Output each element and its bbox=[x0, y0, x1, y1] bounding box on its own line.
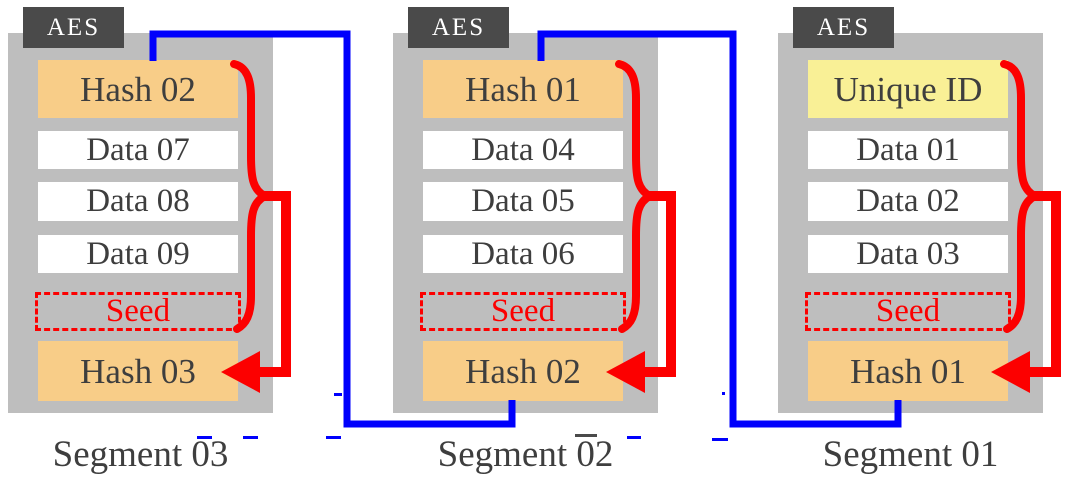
segment-caption: Segment 02 bbox=[437, 434, 614, 475]
data-block: Data 04 bbox=[423, 131, 623, 169]
data-block: Data 03 bbox=[808, 235, 1008, 273]
data-block: Data 02 bbox=[808, 182, 1008, 221]
seed-block: Seed bbox=[35, 292, 241, 331]
data-block: Data 06 bbox=[423, 235, 623, 273]
aes-tag: AES bbox=[23, 7, 124, 48]
data-block: Data 09 bbox=[38, 235, 238, 273]
segment-02-group: AES Hash 01 Data 04 Data 05 Data 06 Seed… bbox=[393, 0, 658, 483]
data-block: Data 01 bbox=[808, 131, 1008, 169]
segment-01-group: AES Unique ID Data 01 Data 02 Data 03 Se… bbox=[778, 0, 1043, 483]
data-block: Data 07 bbox=[38, 131, 238, 169]
dash-artifact bbox=[722, 392, 725, 395]
data-block: Data 08 bbox=[38, 182, 238, 221]
segment-03-group: AES Hash 02 Data 07 Data 08 Data 09 Seed… bbox=[8, 0, 273, 483]
dash-artifact bbox=[326, 436, 341, 439]
hash-block: Hash 02 bbox=[38, 60, 238, 118]
seed-block: Seed bbox=[805, 292, 1011, 331]
dash-artifact bbox=[712, 438, 728, 441]
segment-caption: Segment 01 bbox=[822, 434, 999, 475]
hash-block: Hash 02 bbox=[423, 341, 623, 401]
seed-block: Seed bbox=[420, 292, 626, 331]
hash-block: Hash 01 bbox=[423, 60, 623, 118]
segment-caption: Segment 03 bbox=[52, 434, 229, 475]
hash-block: Hash 01 bbox=[808, 341, 1008, 401]
aes-tag: AES bbox=[408, 7, 509, 48]
hash-block: Hash 03 bbox=[38, 341, 238, 401]
dash-artifact bbox=[334, 393, 342, 396]
aes-tag: AES bbox=[793, 7, 894, 48]
unique-id-block: Unique ID bbox=[808, 60, 1008, 118]
data-block: Data 05 bbox=[423, 182, 623, 221]
